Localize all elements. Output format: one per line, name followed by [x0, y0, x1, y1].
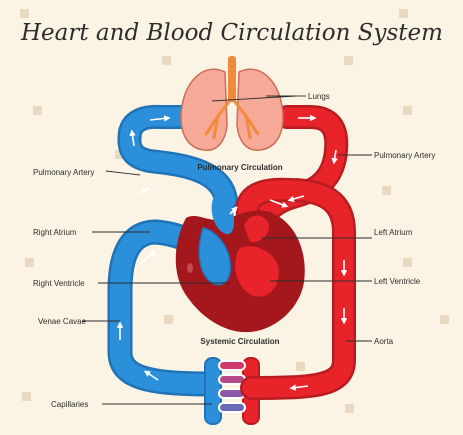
arrow-icon [142, 188, 150, 192]
label-systemic-circulation: Systemic Circulation [200, 337, 279, 346]
label-left-atrium: Left Atrium [374, 228, 413, 237]
label-venae-cavae: Venae Cavae [38, 317, 87, 326]
lungs [181, 56, 283, 150]
label-pulmonary-artery-right: Pulmonary Artery [374, 151, 435, 160]
label-capillaries: Capillaries [51, 400, 88, 409]
label-lungs: Lungs [308, 92, 330, 101]
arrow-icon [140, 252, 154, 264]
label-right-atrium: Right Atrium [33, 228, 77, 237]
label-left-ventricle: Left Ventricle [374, 277, 421, 286]
label-aorta: Aorta [374, 337, 394, 346]
label-right-ventricle: Right Ventricle [33, 279, 85, 288]
label-pulmonary-artery-left: Pulmonary Artery [33, 168, 94, 177]
heart [176, 196, 305, 332]
diagram-title: Heart and Blood Circulation System [20, 20, 443, 46]
label-pulmonary-circulation: Pulmonary Circulation [197, 163, 282, 172]
